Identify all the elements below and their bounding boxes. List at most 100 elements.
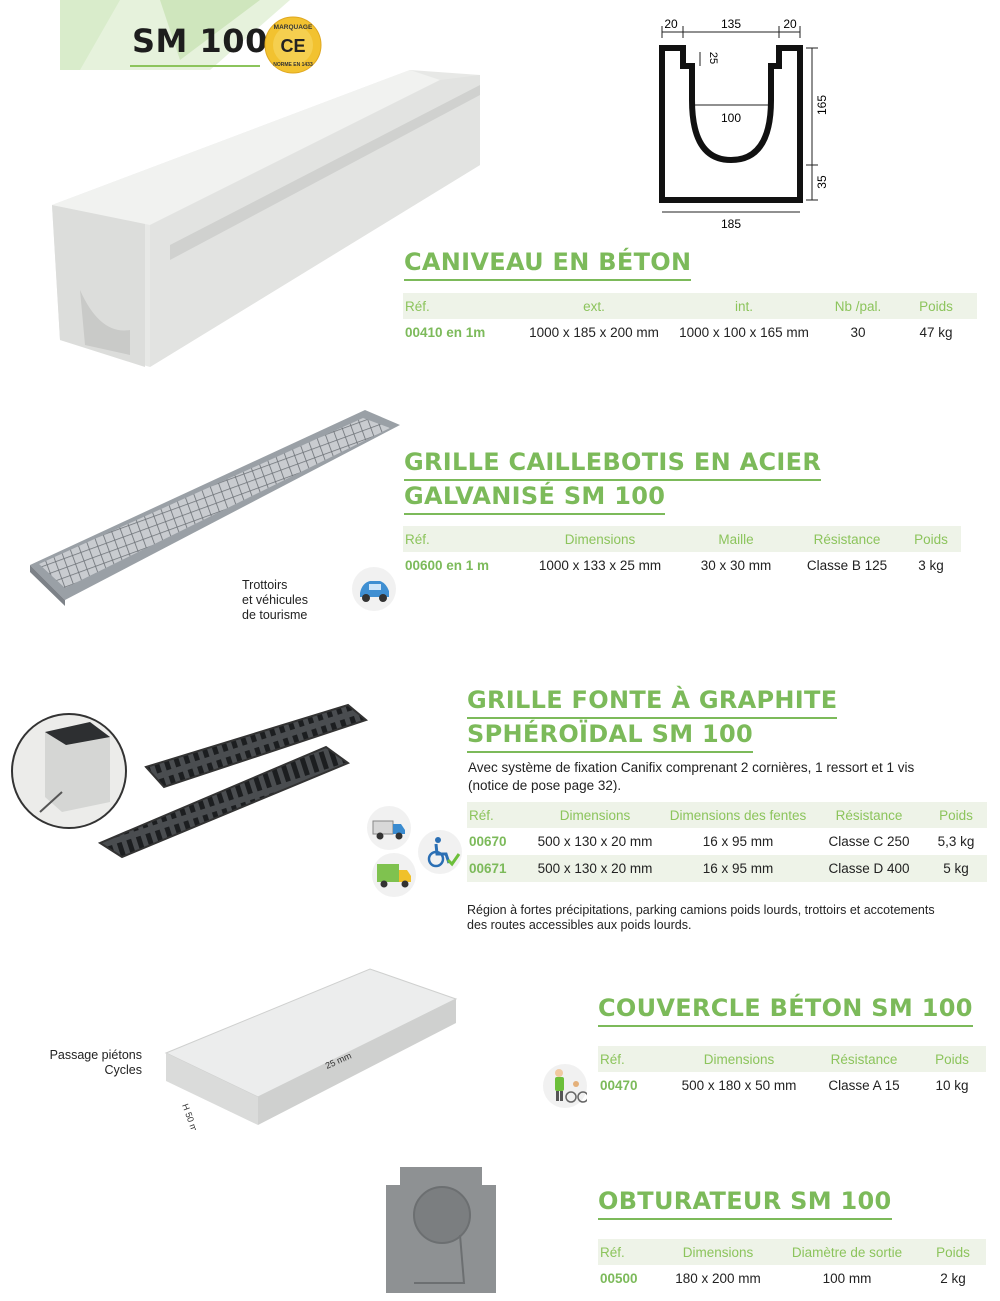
- usage-note-couvercle: Passage piétons Cycles: [30, 1048, 142, 1078]
- table-row: 00600 en 1 m 1000 x 133 x 25 mm 30 x 30 …: [403, 552, 961, 579]
- section-title-fonte-line1: GRILLE FONTE À GRAPHITE: [467, 685, 838, 719]
- usage-note-caillebotis: Trottoirs et véhicules de tourisme: [242, 578, 352, 623]
- cell-dimensions: 500 x 130 x 20 mm: [537, 834, 653, 849]
- dim-step: 25: [707, 52, 719, 64]
- title-underline: [130, 65, 260, 67]
- dim-right-wall: 20: [783, 17, 797, 31]
- table-row: 00671 500 x 130 x 20 mm 16 x 95 mm Class…: [467, 855, 987, 882]
- table-couvercle: Réf. Dimensions Résistance Poids 00470 5…: [598, 1046, 986, 1099]
- th-dimensions: Dimensions: [662, 1239, 774, 1265]
- th-resistance: Résistance: [813, 802, 925, 828]
- dim-inner-top: 135: [721, 17, 741, 31]
- cell-resistance: Classe B 125: [806, 558, 888, 573]
- section-title-couvercle-text: COUVERCLE BÉTON SM 100: [598, 993, 973, 1027]
- ce-bottom-text: NORME EN 1433: [273, 62, 313, 68]
- cell-resistance: Classe D 400: [813, 855, 925, 882]
- ce-top-text: MARQUAGE: [274, 24, 313, 31]
- cast-iron-grates-image: [97, 695, 370, 860]
- cell-dimensions: 500 x 180 x 50 mm: [681, 1078, 797, 1093]
- th-dimensions-fentes: Dimensions des fentes: [663, 802, 813, 828]
- table-caniveau: Réf. ext. int. Nb /pal. Poids 00410 en 1…: [403, 293, 977, 346]
- th-ref: Réf.: [403, 526, 521, 552]
- wheelchair-icon: [418, 830, 462, 874]
- obturateur-image: [384, 1165, 498, 1295]
- concrete-cover-image: 25 mm H 50 mm: [162, 965, 462, 1140]
- note-line: des routes accessibles aux poids lourds.: [467, 918, 692, 932]
- table-row: 00470 500 x 180 x 50 mm Classe A 15 10 k…: [598, 1072, 986, 1099]
- page-title: SM 100: [132, 22, 268, 60]
- description-line: Avec système de fixation Canifix compren…: [468, 760, 915, 775]
- dim-total-width: 185: [721, 217, 741, 231]
- cell-poids: 5,3 kg: [937, 834, 975, 849]
- description-fonte: Avec système de fixation Canifix compren…: [468, 759, 988, 795]
- th-maille: Maille: [679, 526, 793, 552]
- steel-grating-image: [25, 400, 410, 610]
- cell-diametre-sortie: 100 mm: [822, 1271, 872, 1286]
- section-title-fonte-line2: SPHÉROÏDAL SM 100: [467, 719, 754, 753]
- cell-dimensions-fentes: 16 x 95 mm: [663, 855, 813, 882]
- cell-ref: 00410 en 1m: [405, 325, 486, 340]
- table-row: 00410 en 1m 1000 x 185 x 200 mm 1000 x 1…: [403, 319, 977, 346]
- cell-dimensions: 180 x 200 mm: [675, 1271, 761, 1286]
- section-title-caillebotis: GRILLE CAILLEBOTIS EN ACIER GALVANISÉ SM…: [404, 447, 822, 515]
- cell-ref: 00470: [600, 1078, 638, 1093]
- cell-ref: 00600 en 1 m: [405, 558, 490, 573]
- usage-note-fonte: Région à fortes précipitations, parking …: [467, 903, 987, 933]
- th-ext: ext.: [521, 293, 667, 319]
- section-title-fonte: GRILLE FONTE À GRAPHITE SPHÉROÏDAL SM 10…: [467, 685, 838, 753]
- cover-label-side: H 50 mm: [180, 1102, 202, 1130]
- table-fonte: Réf. Dimensions Dimensions des fentes Ré…: [467, 802, 987, 882]
- car-icon: [352, 567, 396, 611]
- th-resistance: Résistance: [793, 526, 901, 552]
- usage-line: Cycles: [104, 1063, 142, 1077]
- table-obturateur: Réf. Dimensions Diamètre de sortie Poids…: [598, 1239, 986, 1292]
- truck-icon: [372, 853, 416, 897]
- cell-dimensions-fentes: 16 x 95 mm: [702, 834, 774, 849]
- cell-resistance: Classe C 250: [828, 834, 910, 849]
- cell-dimensions: 1000 x 133 x 25 mm: [538, 558, 662, 573]
- ce-mark: CE: [280, 36, 305, 56]
- section-title-caillebotis-line1: GRILLE CAILLEBOTIS EN ACIER: [404, 447, 822, 481]
- cell-resistance: Classe A 15: [828, 1078, 900, 1093]
- usage-line: et véhicules: [242, 593, 309, 607]
- th-ref: Réf.: [467, 802, 527, 828]
- th-ref: Réf.: [403, 293, 521, 319]
- table-row: 00670 500 x 130 x 20 mm 16 x 95 mm Class…: [467, 828, 987, 855]
- cell-maille: 30 x 30 mm: [700, 558, 772, 573]
- usage-line: Passage piétons: [49, 1048, 142, 1062]
- section-title-caniveau: CANIVEAU EN BÉTON: [404, 247, 692, 281]
- cell-poids: 5 kg: [925, 855, 987, 882]
- th-poids: Poids: [918, 1046, 986, 1072]
- cell-ref: 00671: [467, 855, 527, 882]
- van-icon: [367, 806, 411, 850]
- cell-ext: 1000 x 185 x 200 mm: [529, 325, 659, 340]
- cell-poids: 47 kg: [919, 325, 953, 340]
- th-poids: Poids: [895, 293, 977, 319]
- detail-circle-image: [10, 712, 128, 830]
- note-line: Région à fortes précipitations, parking …: [467, 903, 935, 917]
- dim-left-wall: 20: [664, 17, 678, 31]
- dim-channel-width: 100: [721, 111, 741, 125]
- th-poids: Poids: [920, 1239, 986, 1265]
- th-poids: Poids: [901, 526, 961, 552]
- cell-dimensions: 500 x 130 x 20 mm: [527, 855, 663, 882]
- ce-badge: MARQUAGE CE NORME EN 1433: [264, 16, 322, 74]
- cell-poids: 3 kg: [918, 558, 944, 573]
- cell-nb-pal: 30: [850, 325, 866, 340]
- cell-ref: 00670: [469, 834, 507, 849]
- section-title-obturateur-text: OBTURATEUR SM 100: [598, 1186, 892, 1220]
- cross-section-diagram: 20 135 20 25 100 165 35 185: [640, 10, 840, 235]
- usage-line: Trottoirs: [242, 578, 288, 592]
- th-ref: Réf.: [598, 1239, 662, 1265]
- th-diametre-sortie: Diamètre de sortie: [774, 1239, 920, 1265]
- corner-decoration: [60, 0, 290, 70]
- cell-ref: 00500: [600, 1271, 638, 1286]
- dim-base: 35: [815, 175, 829, 189]
- th-dimensions: Dimensions: [527, 802, 663, 828]
- pedestrian-cyclist-icon: [543, 1064, 589, 1108]
- th-poids: Poids: [925, 802, 987, 828]
- section-title-obturateur: OBTURATEUR SM 100: [598, 1186, 892, 1220]
- table-row: 00500 180 x 200 mm 100 mm 2 kg: [598, 1265, 986, 1292]
- dim-inner-height: 165: [815, 95, 829, 115]
- th-resistance: Résistance: [810, 1046, 918, 1072]
